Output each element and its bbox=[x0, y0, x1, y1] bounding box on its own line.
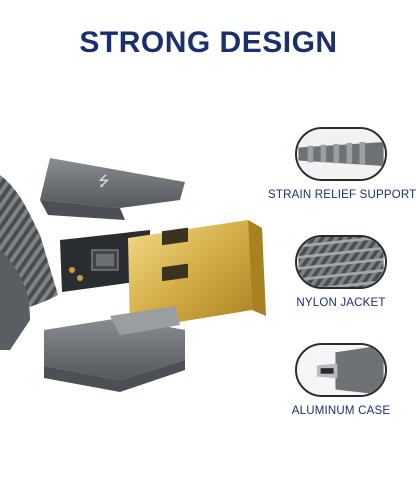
feature-strain-relief: STRAIN RELIEF SUPPORT bbox=[268, 127, 417, 201]
strain-relief-icon bbox=[295, 127, 387, 181]
nylon-braid-icon bbox=[295, 235, 387, 289]
feature-label-strain-relief: STRAIN RELIEF SUPPORT bbox=[268, 189, 417, 201]
feature-label-aluminum-case: ALUMINUM CASE bbox=[291, 405, 391, 417]
mini-usb-connector-icon bbox=[295, 343, 387, 397]
feature-label-nylon-jacket: NYLON JACKET bbox=[296, 297, 386, 309]
usb-logo-icon: ⭍ bbox=[98, 174, 110, 190]
usb-connector-exploded-icon: ⭍ bbox=[0, 158, 266, 392]
feature-nylon-jacket: NYLON JACKET bbox=[268, 235, 414, 309]
exploded-usb-illustration: ⭍ bbox=[0, 120, 270, 400]
page-title: STRONG DESIGN bbox=[79, 26, 338, 59]
feature-aluminum-case: ALUMINUM CASE bbox=[268, 343, 414, 417]
